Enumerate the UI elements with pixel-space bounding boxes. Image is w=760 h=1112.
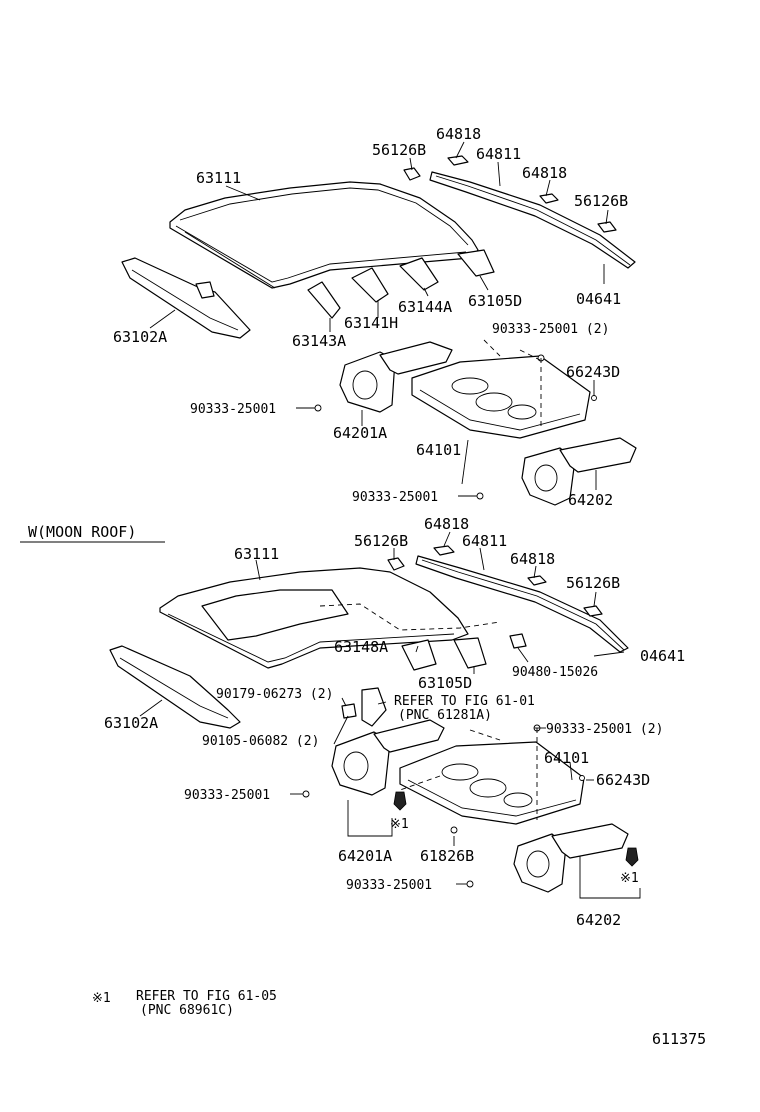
label-64202-top: 64202 <box>568 491 613 509</box>
front-header-moonroof <box>109 645 241 729</box>
bow-63105D-bot <box>453 637 487 669</box>
bow-63148A <box>401 639 437 671</box>
label-90105: 90105-06082 (2) <box>202 734 319 749</box>
label-56126B-bot-a: 56126B <box>354 532 408 550</box>
label-90333-bot-bottom: 90333-25001 <box>346 878 432 893</box>
label-64101-bot: 64101 <box>544 749 589 767</box>
label-64202-bot: 64202 <box>576 911 621 929</box>
label-63102A-bot: 63102A <box>104 714 158 732</box>
label-64818-top-b: 64818 <box>522 164 567 182</box>
roof-rail-top <box>429 171 636 269</box>
clip-64818-bot-b <box>527 575 547 586</box>
fastener-note1-right <box>625 847 639 867</box>
label-section-moonroof: W(MOON ROOF) <box>28 523 136 541</box>
figure-number: 611375 <box>652 1030 706 1048</box>
footnote-line2: (PNC 68961C) <box>140 1003 234 1018</box>
clip-56126B-top-a <box>403 167 421 181</box>
bolt-bot-left <box>302 790 310 798</box>
label-64818-bot-a: 64818 <box>424 515 469 533</box>
label-63102A-top: 63102A <box>113 328 167 346</box>
moonroof-assembly <box>20 531 641 899</box>
fastener-note1-left <box>393 791 407 811</box>
label-61826B: 61826B <box>420 847 474 865</box>
roof-panel-moonroof <box>159 567 469 669</box>
label-04641-bot: 04641 <box>640 647 685 665</box>
label-56126B-top-b: 56126B <box>574 192 628 210</box>
label-90333-top-2: 90333-25001 (2) <box>492 322 609 337</box>
package-tray-moonroof <box>399 741 585 825</box>
clip-64818-top-b <box>539 193 559 204</box>
label-63105D-bot: 63105D <box>418 674 472 692</box>
clip-56126B-bot-b <box>583 605 603 617</box>
label-90333-bot-left: 90333-25001 <box>184 788 270 803</box>
grommet-66243D-bot <box>579 775 585 781</box>
label-64101-top: 64101 <box>416 441 461 459</box>
footnote-line1: REFER TO FIG 61-05 <box>136 989 277 1004</box>
front-header-top <box>121 257 251 339</box>
label-63111-bot: 63111 <box>234 545 279 563</box>
clip-56126B-top-b <box>597 221 617 233</box>
side-bracket-64201A-top <box>339 341 453 413</box>
label-66243D-bot: 66243D <box>596 771 650 789</box>
side-bracket-64201A-bot <box>331 719 445 796</box>
bracket-90480 <box>509 633 527 649</box>
label-64818-top-a: 64818 <box>436 125 481 143</box>
label-refer-61-01-a: REFER TO FIG 61-01 <box>394 694 535 709</box>
clip-64818-bot-a <box>433 545 455 556</box>
label-63148A: 63148A <box>334 638 388 656</box>
roof-rail-moonroof <box>415 555 629 653</box>
bow-63141H <box>351 267 389 303</box>
label-56126B-bot-b: 56126B <box>566 574 620 592</box>
label-note-mark-a: ※1 <box>390 817 409 832</box>
label-refer-61-01-b: (PNC 61281A) <box>398 708 492 723</box>
bolt-90179 <box>341 703 357 719</box>
label-63143A: 63143A <box>292 332 346 350</box>
footnote-mark: ※1 <box>92 991 111 1006</box>
bow-63143A <box>307 281 341 319</box>
roof-panel-top <box>169 181 479 289</box>
label-63111-top: 63111 <box>196 169 241 187</box>
bow-63144A <box>399 257 439 291</box>
label-64818-bot-b: 64818 <box>510 550 555 568</box>
side-bracket-64202-bot <box>513 823 629 893</box>
label-64811-bot: 64811 <box>462 532 507 550</box>
label-63141H: 63141H <box>344 314 398 332</box>
label-64201A-bot: 64201A <box>338 847 392 865</box>
label-63144A: 63144A <box>398 298 452 316</box>
label-90333-top-bottom: 90333-25001 <box>352 490 438 505</box>
clip-56126B-bot-a <box>387 557 405 571</box>
bracket-61281A <box>361 687 387 727</box>
label-90333-bot-2: 90333-25001 (2) <box>546 722 663 737</box>
label-64811-top: 64811 <box>476 145 521 163</box>
label-56126B-top-a: 56126B <box>372 141 426 159</box>
grommet-66243D-top <box>591 395 597 401</box>
label-04641-top: 04641 <box>576 290 621 308</box>
label-66243D-top: 66243D <box>566 363 620 381</box>
label-90179: 90179-06273 (2) <box>216 687 333 702</box>
top-assembly <box>121 141 637 506</box>
grommet-61826B <box>450 826 458 834</box>
bolt-top-bottom <box>476 492 484 500</box>
bolt-top-left <box>314 404 322 412</box>
label-90333-top-left: 90333-25001 <box>190 402 276 417</box>
bow-63105D-top <box>457 249 495 277</box>
label-64201A-top: 64201A <box>333 424 387 442</box>
bolt-bot-bottom <box>466 880 474 888</box>
label-90480: 90480-15026 <box>512 665 598 680</box>
label-63105D-top: 63105D <box>468 292 522 310</box>
label-note-mark-b: ※1 <box>620 871 639 886</box>
package-tray-top <box>411 355 591 439</box>
clip-64818-top-a <box>447 155 469 166</box>
side-bracket-64202-top <box>521 437 637 506</box>
